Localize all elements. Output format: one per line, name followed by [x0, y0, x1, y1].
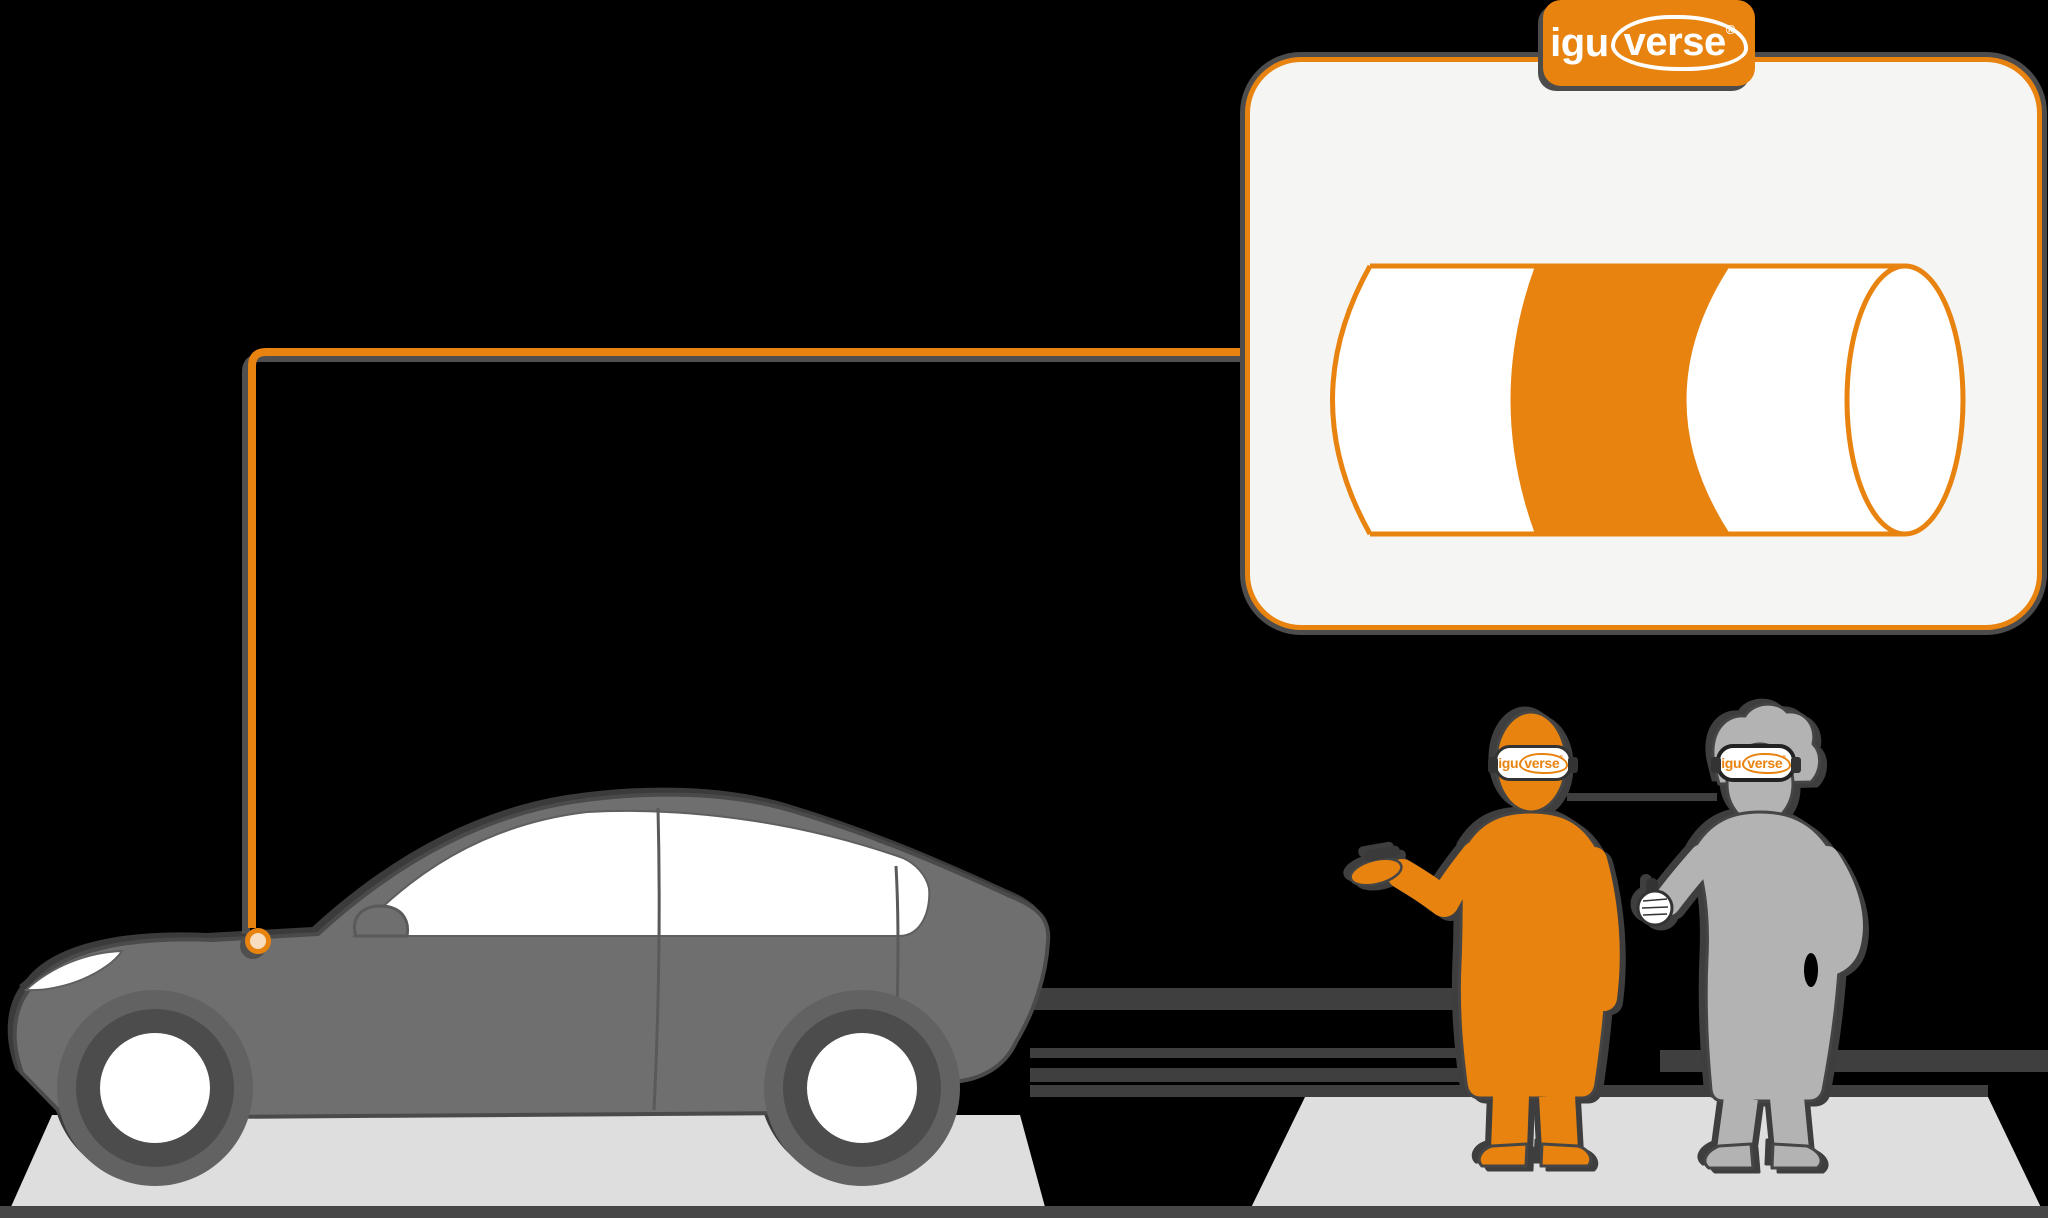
- fist-finger-lines: [1641, 898, 1669, 916]
- customer-torso: [1691, 810, 1843, 1103]
- car-silhouette: [12, 792, 1051, 1186]
- scan-point-marker: [245, 928, 271, 954]
- logo-suffix: verse: [1524, 754, 1560, 771]
- glitch-bar: [1030, 1048, 1560, 1058]
- logo-suffix: verse: [1623, 20, 1727, 64]
- pipeline-cylinder-illustration: [1330, 263, 1966, 537]
- worker-boot: [1477, 1142, 1529, 1168]
- customer-akimbo-arm: [1805, 846, 1863, 977]
- door-seam: [652, 807, 661, 1111]
- logo-blob: verse®: [1610, 15, 1748, 71]
- registered-mark: ®: [1559, 754, 1563, 761]
- worker-side-arm: [1581, 847, 1620, 1011]
- glitch-bar: [1567, 793, 1717, 801]
- worker-figure: [1349, 710, 1620, 1168]
- info-panel: [1245, 57, 2042, 630]
- worker-extended-arm: [1387, 841, 1491, 917]
- worker-torso: [1457, 810, 1611, 1100]
- glitch-bar: [1030, 1068, 1560, 1082]
- connector-path: [248, 348, 1248, 928]
- handheld-device: [1364, 845, 1400, 862]
- side-mirror: [353, 904, 410, 938]
- logo-prefix: igu: [1721, 755, 1742, 771]
- logo-blob: verse®: [1519, 752, 1568, 774]
- logo-prefix: igu: [1550, 21, 1609, 65]
- customer-shoe: [1703, 1142, 1755, 1170]
- glitch-bar: [1012, 988, 1490, 1010]
- logo-prefix: igu: [1498, 755, 1519, 771]
- registered-mark: ®: [1782, 754, 1786, 761]
- registered-mark: ®: [1725, 22, 1736, 37]
- customer-legs: [1717, 1095, 1809, 1153]
- cylinder-outline: [1330, 263, 1905, 537]
- cylinder-end-cap: [1844, 263, 1966, 537]
- customer-shoe: [1770, 1142, 1823, 1170]
- logo-blob: verse®: [1742, 752, 1791, 774]
- ground-shadow-band: [0, 1206, 2048, 1218]
- cylinder-band: [1510, 266, 1730, 534]
- customer-thumbsup-arm: [1653, 844, 1717, 916]
- car-windows: [351, 809, 931, 937]
- logo-suffix: verse: [1747, 754, 1783, 771]
- worker-legs: [1491, 1095, 1578, 1151]
- front-wheel: [57, 990, 253, 1186]
- rear-wheel: [764, 990, 960, 1186]
- hip-gap: [1804, 953, 1818, 987]
- worker-boot: [1539, 1142, 1593, 1168]
- car-headlight: [23, 949, 124, 992]
